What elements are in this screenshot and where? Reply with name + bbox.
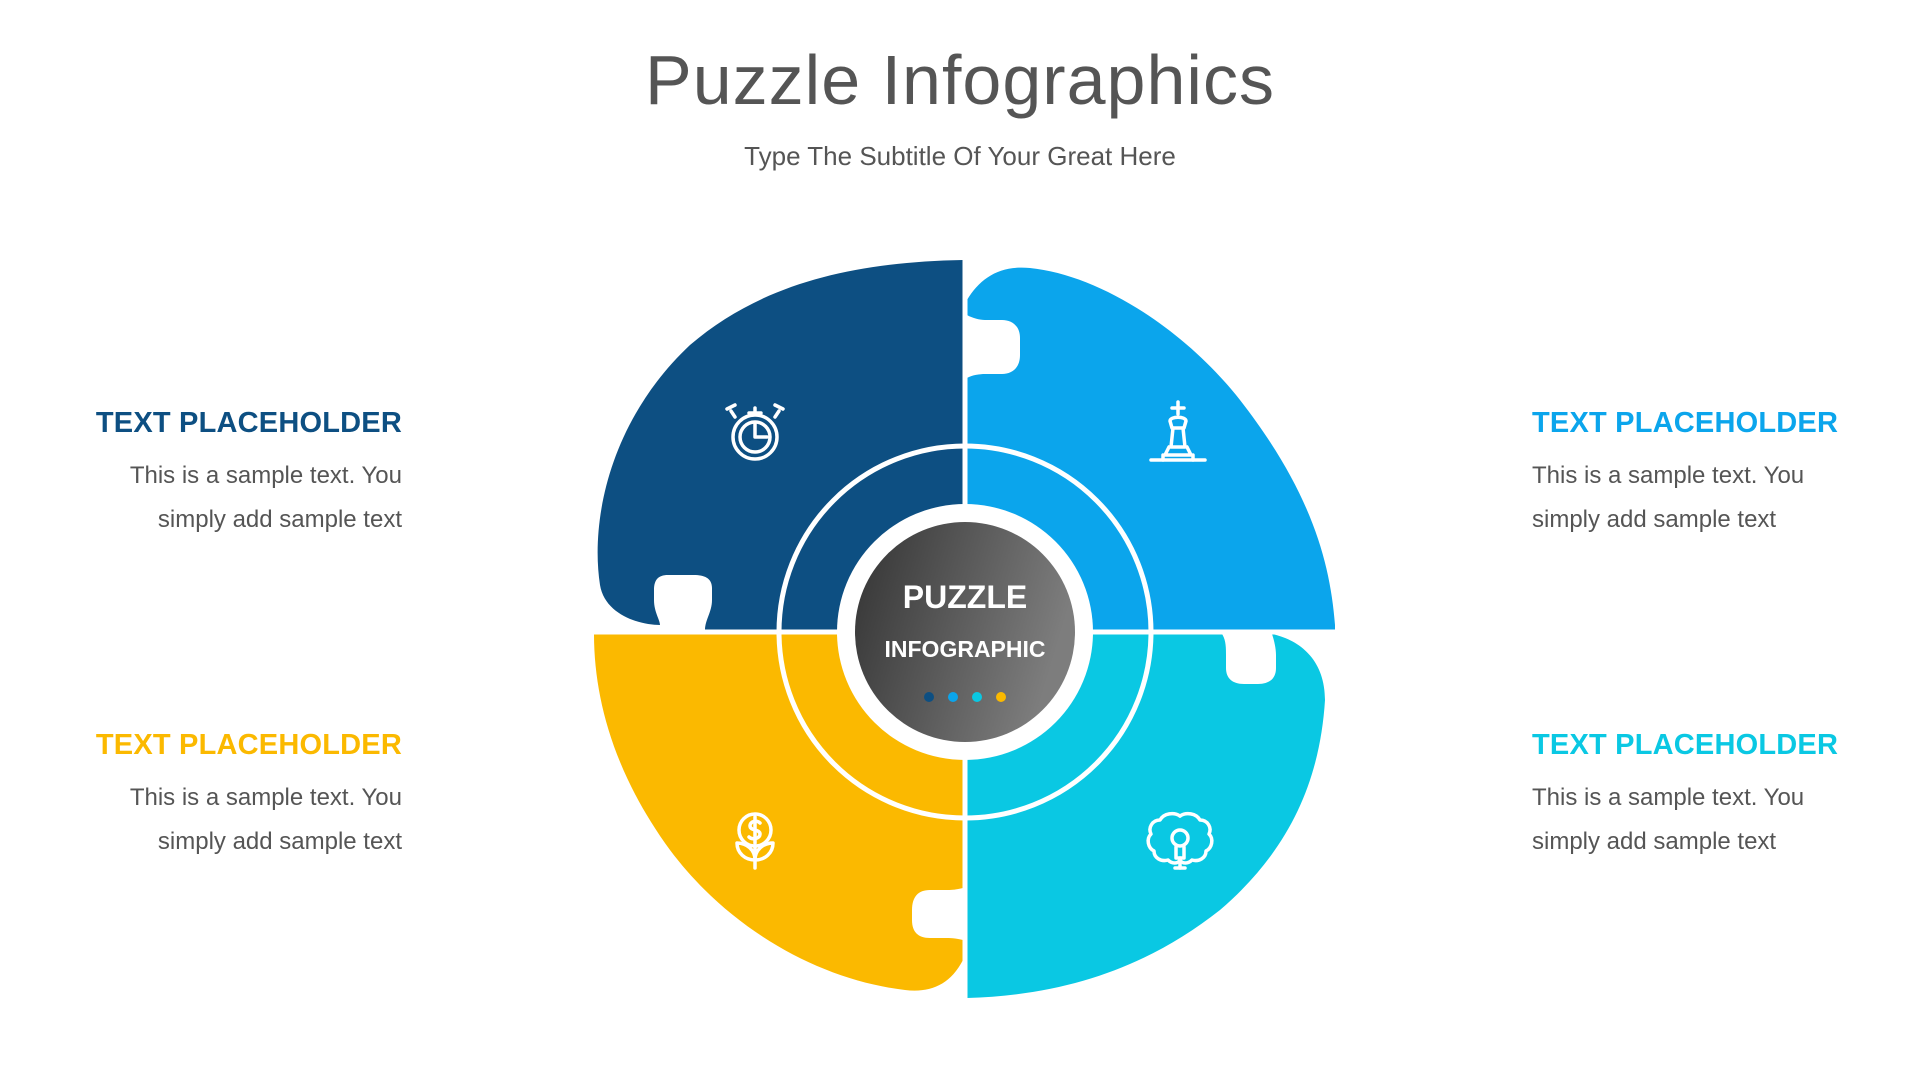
text-block-top-left: TEXT PLACEHOLDER This is a sample text. … — [62, 407, 402, 542]
puzzle-piece-top-right[interactable] — [967, 267, 1335, 630]
text-block-line-2: simply add sample text — [1532, 828, 1777, 855]
text-block-heading: TEXT PLACEHOLDER — [1532, 407, 1839, 439]
text-block-line-2: simply add sample text — [157, 506, 402, 533]
text-block-heading: TEXT PLACEHOLDER — [1532, 729, 1839, 761]
inner-ring — [776, 443, 1154, 821]
dot-dark-blue — [924, 692, 934, 702]
text-block-line-1: This is a sample text. You — [129, 462, 402, 489]
center-subtitle: INFOGRAPHIC — [885, 636, 1046, 662]
text-block-bottom-left: TEXT PLACEHOLDER This is a sample text. … — [62, 729, 402, 864]
dot-blue — [948, 692, 958, 702]
stopwatch-icon — [725, 403, 785, 461]
center-title: PUZZLE — [903, 579, 1027, 615]
text-block-line-1: This is a sample text. You — [1532, 784, 1805, 811]
dot-cyan — [972, 692, 982, 702]
text-block-line-2: simply add sample text — [1532, 506, 1777, 533]
puzzle-piece-bottom-right[interactable] — [967, 634, 1325, 998]
puzzle-piece-top-left[interactable] — [597, 260, 963, 630]
text-block-heading: TEXT PLACEHOLDER — [95, 407, 402, 439]
text-block-line-1: This is a sample text. You — [129, 784, 402, 811]
text-block-line-1: This is a sample text. You — [1532, 462, 1805, 489]
center-dots — [924, 692, 1006, 702]
puzzle-piece-bottom-left[interactable] — [594, 634, 963, 991]
chess-king-icon — [1149, 400, 1207, 462]
page-subtitle: Type The Subtitle Of Your Great Here — [744, 141, 1176, 171]
dot-yellow — [996, 692, 1006, 702]
brain-icon — [1146, 811, 1214, 870]
text-block-bottom-right: TEXT PLACEHOLDER This is a sample text. … — [1532, 729, 1872, 864]
text-block-heading: TEXT PLACEHOLDER — [95, 729, 402, 761]
text-block-line-2: simply add sample text — [157, 828, 402, 855]
center-circle — [855, 522, 1075, 742]
money-plant-icon — [735, 812, 775, 870]
page-title: Puzzle Infographics — [645, 41, 1275, 119]
text-block-top-right: TEXT PLACEHOLDER This is a sample text. … — [1532, 407, 1872, 542]
